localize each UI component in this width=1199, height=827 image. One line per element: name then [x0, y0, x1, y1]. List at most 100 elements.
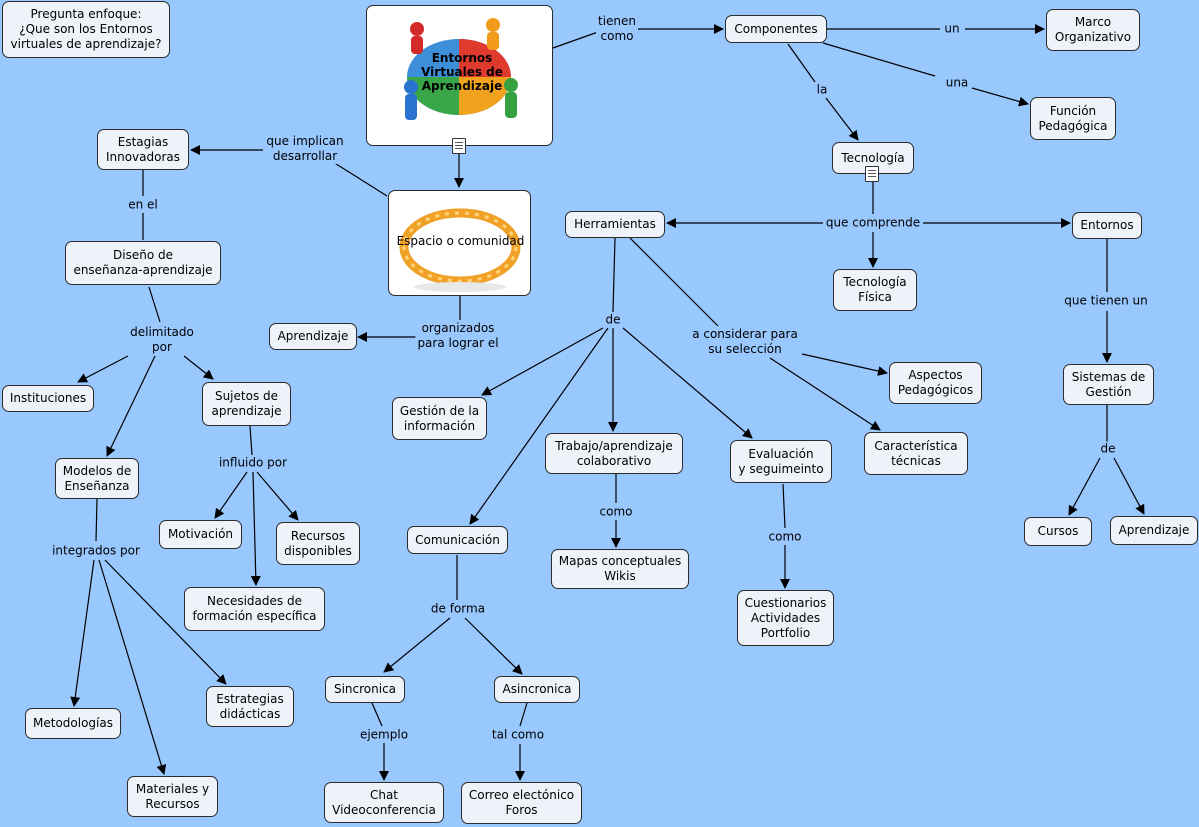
link-de-gestion: [481, 327, 604, 396]
node-motivacion[interactable]: Motivación: [159, 520, 242, 549]
link-label-tienen-como: tienen como: [595, 14, 639, 44]
main-node-entornos-virtuales[interactable]: Entornos Virtuales de Aprendizaje: [366, 5, 553, 146]
node-caracteristica-tecnicas[interactable]: Característica técnicas: [864, 432, 968, 475]
link-diseno-delimitado: [148, 286, 161, 323]
node-evaluacion-label: Evaluación y seguimeinto: [738, 446, 824, 476]
node-sujetos-aprendizaje[interactable]: Sujetos de aprendizaje: [202, 382, 291, 426]
node-componentes[interactable]: Componentes: [725, 15, 827, 43]
node-sujetos-label: Sujetos de aprendizaje: [211, 389, 282, 418]
tecnologia-document-icon[interactable]: [865, 166, 879, 182]
node-estrategias-didacticas[interactable]: Estrategias didácticas: [206, 686, 294, 727]
node-cursos-label: Cursos: [1037, 524, 1079, 538]
node-tecnologia[interactable]: Tecnología: [832, 142, 914, 174]
node-gestion-label: Gestión de la información: [399, 403, 480, 433]
node-estrategias-innovadoras[interactable]: Estagias Innovadoras: [97, 129, 189, 170]
node-sistemas-label: Sistemas de Gestión: [1071, 369, 1146, 399]
link-influido-necesidades: [250, 471, 261, 586]
node-aprendizaje-sistemas[interactable]: Aprendizaje: [1110, 516, 1198, 545]
link-label-en-el: en el: [126, 197, 160, 213]
node-herramientas-label: Herramientas: [574, 217, 656, 231]
link-influido-recursos: [256, 471, 299, 521]
node-sistemas-gestion[interactable]: Sistemas de Gestión: [1063, 364, 1154, 405]
node-sincronica-label: Sincronica: [333, 682, 397, 696]
node-recursos-disp-label: Recursos disponibles: [284, 528, 352, 558]
node-entornos[interactable]: Entornos: [1072, 212, 1142, 239]
node-aspectos-label: Aspectos Pedagógicos: [897, 368, 974, 397]
link-label-integrados-por: integrados por: [50, 543, 142, 559]
node-metodologias[interactable]: Metodologías: [25, 708, 121, 739]
link-de-aprendizaje2: [1113, 457, 1145, 515]
node-correo-foros[interactable]: Correo electónico Foros: [461, 782, 582, 824]
node-materiales-recursos[interactable]: Materiales y Recursos: [127, 776, 218, 817]
node-chat-label: Chat Videoconferencia: [332, 787, 436, 817]
space-caption: Espacio o comunidad: [396, 234, 525, 248]
node-motivacion-label: Motivación: [167, 527, 234, 541]
node-necesidades-formacion[interactable]: Necesidades de formación específica: [184, 587, 325, 631]
link-integrados-estrategias: [104, 559, 227, 685]
link-considerar-caracteristica: [769, 357, 881, 431]
node-funcion-pedagogica[interactable]: Función Pedagógica: [1030, 97, 1116, 140]
link-main-tienen: [552, 31, 599, 49]
link-label-como-trabajo: como: [597, 504, 635, 520]
node-mapas-wikis[interactable]: Mapas conceptuales Wikis: [551, 549, 689, 589]
node-sincronica[interactable]: Sincronica: [325, 676, 405, 703]
link-considerar-aspectos: [801, 353, 888, 376]
node-gestion-informacion[interactable]: Gestión de la información: [392, 397, 487, 440]
node-instituciones-label: Instituciones: [9, 391, 87, 405]
focus-question-box[interactable]: Pregunta enfoque: ¿Que son los Entornos …: [2, 1, 170, 58]
node-diseno-ensenanza[interactable]: Diseño de enseñanza-aprendizaje: [65, 241, 221, 285]
node-modelos-label: Modelos de Enseñanza: [62, 463, 132, 493]
node-cuestionarios-label: Cuestionarios Actividades Portfolio: [744, 595, 827, 640]
node-aspectos-pedagogicos[interactable]: Aspectos Pedagógicos: [889, 362, 982, 404]
node-instituciones[interactable]: Instituciones: [2, 385, 94, 412]
node-correo-label: Correo electónico Foros: [468, 788, 575, 817]
node-trabajo-colaborativo[interactable]: Trabajo/aprendizaje colaborativo: [545, 433, 683, 474]
node-cursos[interactable]: Cursos: [1024, 517, 1092, 546]
link-label-organizados: organizados para lograr el: [415, 321, 501, 351]
link-delim-instituciones: [77, 355, 129, 383]
node-entornos-label: Entornos: [1080, 218, 1134, 232]
node-herramientas[interactable]: Herramientas: [565, 211, 665, 238]
node-espacio-comunidad[interactable]: Espacio o comunidad: [388, 190, 531, 296]
node-tecnologia-label: Tecnología: [841, 150, 905, 165]
link-la-tecnologia: [825, 97, 859, 141]
link-deforma-asinc: [464, 617, 523, 675]
node-asincronica[interactable]: Asincronica: [494, 676, 580, 703]
link-integrados-materiales: [98, 559, 167, 775]
puzzle-people-image: [404, 18, 518, 120]
link-modelos-integrados: [95, 498, 98, 542]
link-label-como-evaluacion: como: [766, 529, 804, 545]
link-de-cursos: [1068, 457, 1101, 516]
link-deforma-sinc: [383, 617, 451, 673]
link-label-de-herramientas: de: [603, 312, 623, 328]
node-evaluacion[interactable]: Evaluación y seguimeinto: [730, 440, 832, 483]
node-marco-organizativo[interactable]: Marco Organizativo: [1046, 9, 1140, 51]
node-funcion-label: Función Pedagógica: [1038, 103, 1108, 133]
node-mapas-label: Mapas conceptuales Wikis: [558, 554, 682, 583]
link-label-ejemplo: ejemplo: [357, 727, 411, 743]
node-comunicacion[interactable]: Comunicación: [407, 526, 508, 554]
link-label-delimitado-por: delimitado por: [128, 325, 196, 355]
link-label-la: la: [814, 82, 830, 98]
node-cuestionarios[interactable]: Cuestionarios Actividades Portfolio: [737, 590, 834, 646]
focus-question-text: Pregunta enfoque: ¿Que son los Entornos …: [10, 7, 162, 51]
node-modelos-ensenanza[interactable]: Modelos de Enseñanza: [55, 458, 139, 499]
node-metodologias-label: Metodologías: [33, 716, 113, 730]
node-caracteristica-label: Característica técnicas: [874, 438, 958, 468]
resource-document-icon[interactable]: [452, 138, 466, 154]
node-estrategias-innov-label: Estagias Innovadoras: [105, 134, 181, 164]
link-eval-como: [782, 483, 786, 529]
link-label-una: una: [943, 75, 971, 91]
node-aprendizaje-espacio[interactable]: Aprendizaje: [269, 323, 357, 350]
node-comunicacion-label: Comunicación: [415, 532, 500, 547]
node-tecnologia-fisica[interactable]: Tecnología Física: [833, 269, 917, 311]
node-chat-videoconferencia[interactable]: Chat Videoconferencia: [324, 782, 444, 823]
link-de-comunicacion: [469, 327, 609, 525]
link-label-de-forma: de forma: [428, 601, 488, 617]
link-label-que-tienen-un: que tienen un: [1062, 293, 1150, 309]
link-componentes-una: [822, 42, 936, 77]
node-tecfisica-label: Tecnología Física: [843, 275, 907, 304]
node-recursos-disponibles[interactable]: Recursos disponibles: [276, 522, 360, 565]
link-delim-modelos: [106, 355, 156, 457]
